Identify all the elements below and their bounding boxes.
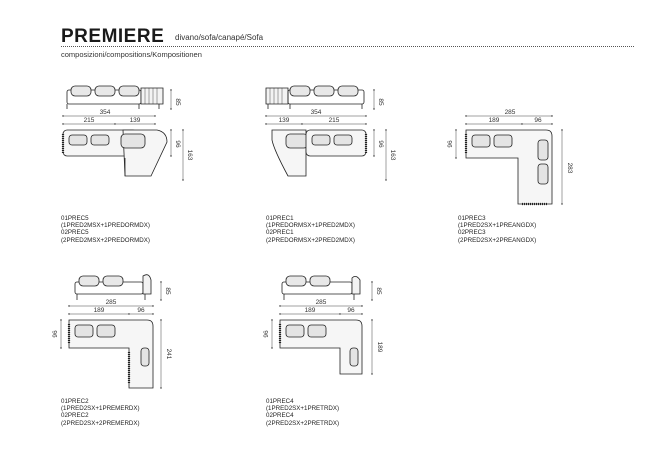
code-line: (2PREDORMSX+2PRED2MDX) [266,236,355,244]
dim-height: 85 [377,98,384,106]
dim-depth-b: 283 [566,163,573,174]
caption-prec2: 01PREC2 (1PRED2SX+1PREMERDX) 02PREC2 (2P… [61,398,140,427]
front-elevation [265,85,365,109]
code-line: (2PRED2SX+2PRETRDX) [266,419,340,427]
drawing-prec4: 285 189 96 85 96 189 [263,275,383,375]
code-line: 01PREC5 [61,215,89,222]
plan-view [271,129,368,177]
dim-total-width: 354 [100,109,111,116]
code-line: 02PREC5 [61,229,89,237]
dim-depth-b: 241 [165,349,172,360]
dimension-lines [62,89,184,181]
code-line: 02PREC3 [458,229,486,237]
dim-height: 85 [174,98,181,106]
plan-view [464,129,553,206]
dim-depth-a: 96 [377,140,384,148]
code-line: (1PRED2SX+1PRETRDX) [266,405,340,413]
dim-total-width: 285 [505,109,516,116]
dim-total-width: 285 [316,299,327,306]
dim-depth-b: 163 [389,150,396,161]
dim-total-width: 285 [106,299,117,306]
caption-prec4: 01PREC4 (1PRED2SX+1PRETRDX) 02PREC4 (2PR… [266,398,339,427]
code-line: (1PRED2SX+1PREANGDX) [458,222,537,230]
dim-right-width: 96 [534,117,542,124]
front-elevation [281,275,361,300]
dim-right-width: 215 [329,117,340,124]
code-line: (1PRED2MSX+1PREDORMDX) [61,222,150,230]
caption-prec1: 01PREC1 (1PREDORMSX+1PRED2MDX) 02PREC1 (… [266,215,355,244]
page-subtitle: divano/sofa/canapé/Sofa [175,33,264,42]
plan-view [67,319,154,389]
dim-depth-a: 96 [447,140,454,148]
caption-prec5: 01PREC5 (1PRED2MSX+1PREDORMDX) 02PREC5 (… [61,215,150,244]
dim-right-width: 96 [347,307,355,314]
code-line: 01PREC2 [61,398,89,405]
compositions-label: composizioni/compositions/Kompositionen [61,50,202,59]
dim-depth-a: 96 [52,330,59,338]
plan-view [278,319,363,375]
dim-left-width: 189 [489,117,500,124]
drawing-prec2: 285 189 96 85 96 241 [52,274,172,389]
front-elevation [66,85,164,109]
header-divider [61,46,634,47]
code-line: 02PREC4 [266,412,294,420]
front-elevation [74,274,152,300]
dim-depth-b: 163 [186,150,193,161]
dim-depth-b: 189 [376,342,383,353]
dim-left-width: 215 [84,117,95,124]
dim-left-width: 189 [94,307,105,314]
caption-prec3: 01PREC3 (1PRED2SX+1PREANGDX) 02PREC3 (2P… [458,215,536,244]
plan-view [61,129,168,177]
code-line: 01PREC1 [266,215,294,222]
dim-depth-a: 96 [263,330,270,338]
code-line: (1PREDORMSX+1PRED2MDX) [266,222,355,230]
dim-right-width: 96 [137,307,145,314]
drawing-prec3: 285 189 96 96 283 [447,109,573,206]
dimension-lines [60,281,162,389]
code-line: (2PRED2MSX+2PREDORMDX) [61,236,150,244]
drawing-prec1: 354 139 215 85 96 163 [265,85,396,181]
code-line: (2PRED2SX+2PREMERDX) [61,419,140,427]
dimension-lines [271,281,373,375]
dim-left-width: 189 [305,307,316,314]
dim-left-width: 139 [279,117,290,124]
dim-right-width: 139 [130,117,141,124]
dim-depth-a: 96 [174,140,181,148]
code-line: 01PREC3 [458,215,486,222]
code-line: 02PREC1 [266,229,294,237]
dimension-lines [455,115,563,205]
dim-total-width: 354 [311,109,322,116]
dim-height: 85 [164,287,171,295]
dimension-lines [265,89,387,181]
code-line: 01PREC4 [266,398,294,405]
code-line: 02PREC2 [61,412,89,420]
page-title: PREMIERE [61,26,165,47]
dim-height: 85 [375,287,382,295]
code-line: (1PRED2SX+1PREMERDX) [61,405,140,413]
code-line: (2PRED2SX+2PREANGDX) [458,236,537,244]
drawing-prec5: 354 215 139 85 96 163 [61,85,193,181]
